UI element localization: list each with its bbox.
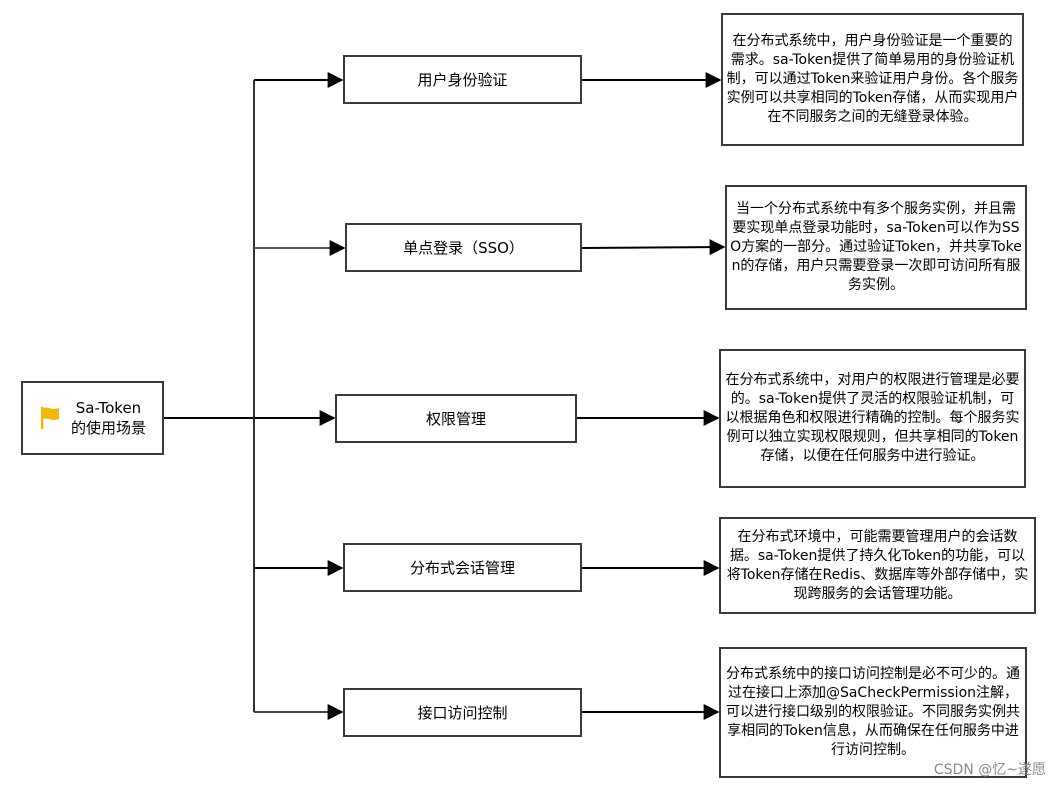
description-sso: 当一个分布式系统中有多个服务实例，并且需要实现单点登录功能时，sa-Token可…	[725, 185, 1027, 310]
scenario-title: 分布式会话管理	[409, 559, 515, 577]
flag-icon	[40, 407, 59, 429]
root-subtitle: 的使用场景	[70, 419, 146, 437]
description-api-access: 分布式系统中的接口访问控制是必不可少的。通过在接口上添加@SaCheckPerm…	[719, 647, 1027, 778]
watermark: CSDN @忆~遂愿	[933, 762, 1046, 778]
description-session: 在分布式环境中，可能需要管理用户的会话数据。sa-Token提供了持久化Toke…	[719, 517, 1036, 614]
scenario-title: 接口访问控制	[417, 704, 508, 722]
root-node: Sa-Token 的使用场景	[21, 381, 164, 455]
scenario-title: 单点登录（SSO）	[403, 239, 524, 257]
description-auth: 在分布式系统中，用户身份验证是一个重要的需求。sa-Token提供了简单易用的身…	[721, 13, 1024, 146]
description-permission: 在分布式系统中，对用户的权限进行管理是必要的。sa-Token提供了灵活的权限验…	[719, 349, 1026, 488]
scenario-node-permission: 权限管理	[335, 394, 577, 443]
description-text: 当一个分布式系统中有多个服务实例，并且需要实现单点登录功能时，sa-Token可…	[730, 201, 1022, 293]
description-text: 分布式系统中的接口访问控制是必不可少的。通过在接口上添加@SaCheckPerm…	[726, 666, 1020, 758]
scenario-node-session: 分布式会话管理	[343, 543, 582, 592]
desc-arrow-2	[581, 239, 726, 256]
scenario-node-sso: 单点登录（SSO）	[345, 223, 582, 272]
description-text: 在分布式系统中，对用户的权限进行管理是必要的。sa-Token提供了灵活的权限验…	[725, 372, 1020, 464]
scenario-title: 用户身份验证	[417, 71, 508, 89]
description-text: 在分布式系统中，用户身份验证是一个重要的需求。sa-Token提供了简单易用的身…	[726, 33, 1019, 125]
root-title: Sa-Token	[75, 399, 142, 417]
scenario-node-api-access: 接口访问控制	[343, 688, 582, 737]
scenario-node-auth: 用户身份验证	[343, 55, 582, 104]
description-text: 在分布式环境中，可能需要管理用户的会话数据。sa-Token提供了持久化Toke…	[726, 528, 1029, 602]
scenario-title: 权限管理	[425, 410, 486, 428]
